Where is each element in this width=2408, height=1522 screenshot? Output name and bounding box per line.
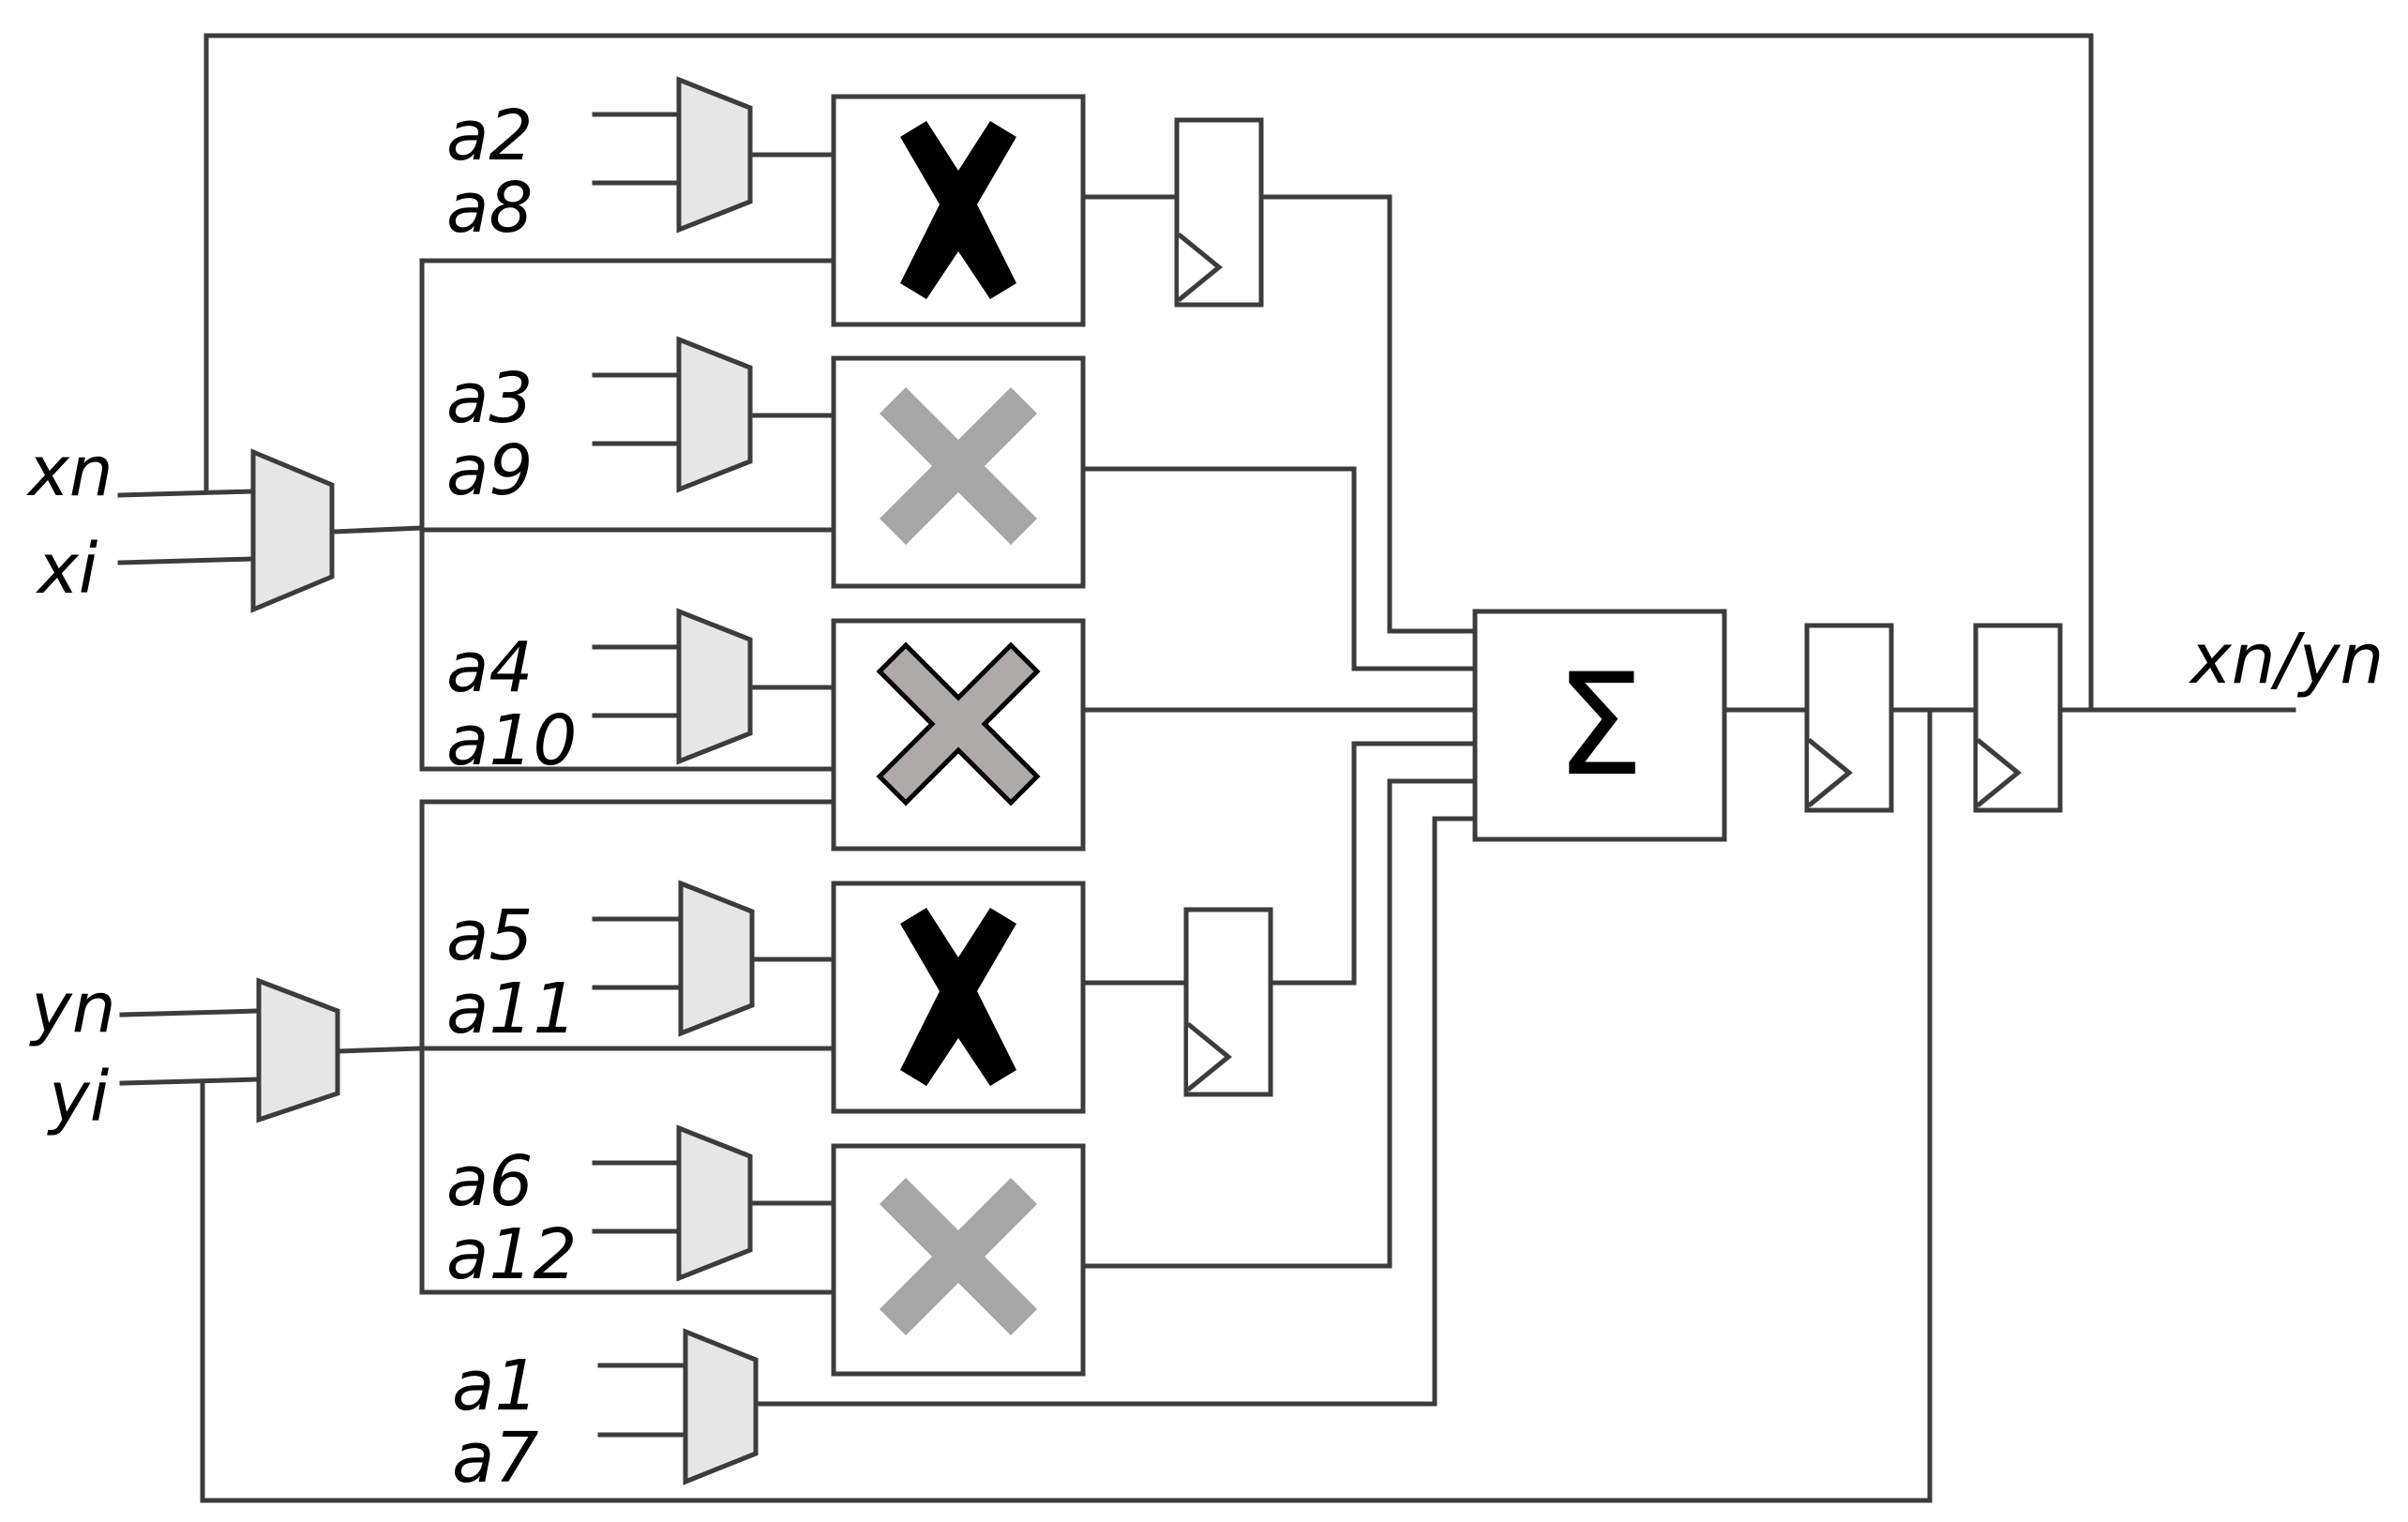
coef-label-a3: a3 [446,358,533,439]
coef-label-a8: a8 [446,168,533,249]
multiplier-3 [831,618,1086,851]
coef-label-a7: a7 [452,1418,538,1499]
feedback-wire-bottom [200,707,1933,1503]
flip-flop-icon [1177,233,1223,302]
labels: xn xi yn yi a2 a8 a3 a9 a4 a10 a5 a11 a6… [26,96,2384,1499]
coef-label-a6: a6 [446,1141,533,1222]
multiplier-1 [831,94,1086,327]
input-label-xn: xn [26,431,113,512]
coef-label-a9: a9 [446,430,533,511]
multiply-icon [900,121,1016,299]
adder: Σ [1472,609,1727,842]
multiplier-5 [831,1143,1086,1377]
multiply-icon [900,908,1016,1086]
y-input-mux [256,977,340,1123]
coef-mux-a1-a7 [683,1328,759,1485]
coef-mux-a6-a12 [676,1124,753,1282]
coef-label-a1: a1 [452,1346,538,1426]
coef-mux-a5-a11 [678,880,755,1037]
sigma-icon: Σ [1556,644,1645,807]
coef-mux-a4-a10 [676,608,753,765]
register-2 [1183,907,1273,1097]
x-mux-output-wire [331,525,425,535]
coef-label-a11: a11 [446,969,578,1049]
xn-input-wire [117,489,256,498]
yn-input-wire [119,1008,262,1017]
input-label-xi: xi [36,529,98,610]
flip-flop-icon [1807,738,1853,807]
multiplier-4 [831,881,1086,1114]
coef-mux-a3-a9 [676,336,753,493]
multiply-icon [880,387,1037,545]
flip-flop-icon [1976,738,2022,807]
yi-input-wire [119,1077,262,1086]
multiply-icon [880,1178,1037,1335]
coef-mux-a2-a8 [676,76,753,234]
flip-flop-icon [1186,1022,1232,1092]
coef-label-a4: a4 [446,627,533,708]
multiplier-2 [831,355,1086,589]
input-label-yn: yn [29,968,116,1048]
output-label: xn/yn [2189,619,2384,700]
y-mux-output-wire [335,1046,425,1054]
coef-label-a5: a5 [446,896,533,976]
input-label-yi: yi [47,1057,110,1138]
multiply-icon [876,641,1041,806]
coef-label-a10: a10 [446,701,578,781]
coef-label-a12: a12 [446,1214,578,1295]
wires [117,33,2296,1503]
register-3 [1804,623,1894,813]
xi-input-wire [117,556,256,565]
register-1 [1174,117,1264,308]
register-4 [1973,623,2063,813]
x-input-mux [250,448,335,613]
coef-label-a2: a2 [446,96,533,176]
feedback-wire-top [203,33,2094,713]
